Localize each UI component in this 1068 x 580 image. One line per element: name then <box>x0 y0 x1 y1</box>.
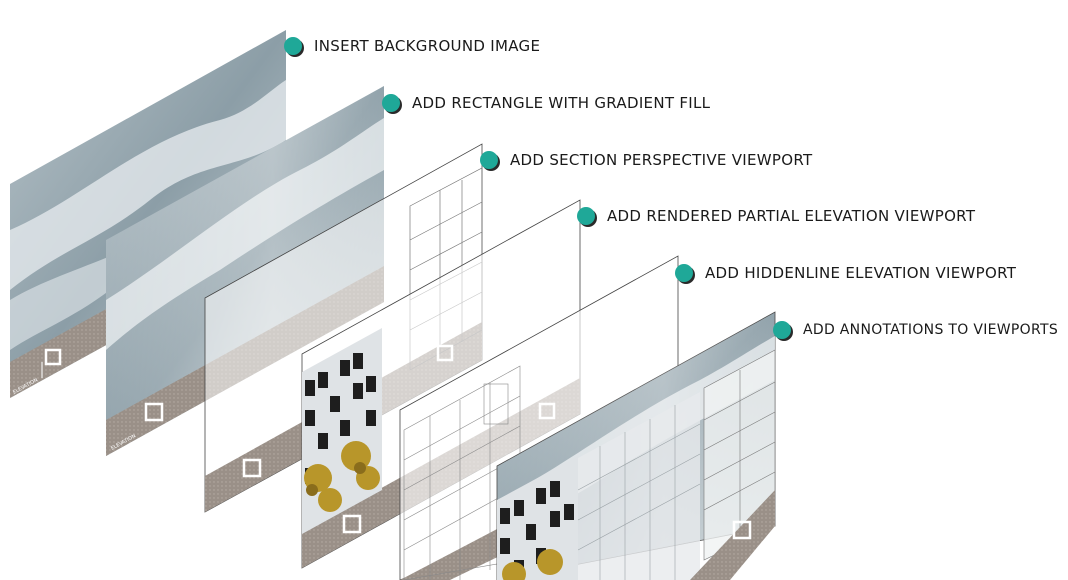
step-label: ADD ANNOTATIONS TO VIEWPORTS <box>803 322 1059 338</box>
step-label: ADD RECTANGLE WITH GRADIENT FILL <box>412 94 711 112</box>
step-marker-icon <box>675 264 693 282</box>
step-hiddenline-elevation: ADD HIDDENLINE ELEVATION VIEWPORT <box>675 261 1016 285</box>
step-marker-icon <box>382 94 400 112</box>
step-background-image: INSERT BACKGROUND IMAGE <box>284 34 540 58</box>
layer-annotated-composite <box>496 311 776 580</box>
step-label: ADD HIDDENLINE ELEVATION VIEWPORT <box>705 264 1017 282</box>
step-gradient-rectangle: ADD RECTANGLE WITH GRADIENT FILL <box>382 91 710 115</box>
step-marker-icon <box>773 321 791 339</box>
step-marker-icon <box>480 151 498 169</box>
step-annotations: ADD ANNOTATIONS TO VIEWPORTS <box>773 318 1058 342</box>
step-rendered-elevation: ADD RENDERED PARTIAL ELEVATION VIEWPORT <box>577 204 975 228</box>
step-marker-icon <box>577 207 595 225</box>
step-section-perspective: ADD SECTION PERSPECTIVE VIEWPORT <box>480 148 812 172</box>
step-label: INSERT BACKGROUND IMAGE <box>314 37 541 55</box>
step-label: ADD RENDERED PARTIAL ELEVATION VIEWPORT <box>607 207 976 225</box>
step-label: ADD SECTION PERSPECTIVE VIEWPORT <box>510 151 813 169</box>
step-marker-icon <box>284 37 302 55</box>
